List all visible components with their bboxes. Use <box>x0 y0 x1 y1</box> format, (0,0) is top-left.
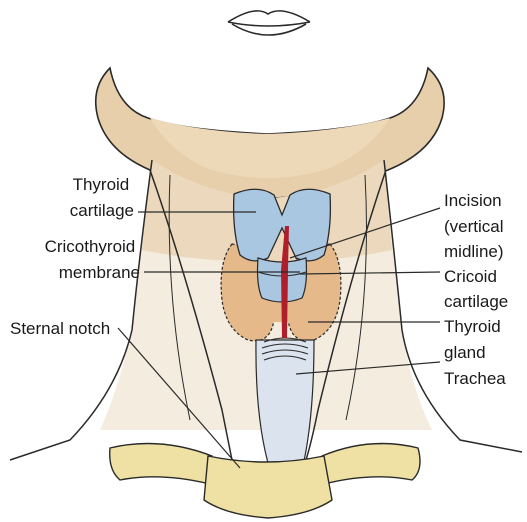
label-line: cartilage <box>70 201 134 220</box>
label-cricoid-cartilage: Cricoid cartilage <box>444 267 508 311</box>
lips <box>228 11 310 35</box>
label-thyroid-cartilage: Thyroid cartilage <box>70 175 134 220</box>
label-incision: Incision (vertical midline) <box>444 191 508 261</box>
label-line: Thyroid <box>73 175 130 194</box>
label-thyroid-gland: Thyroid gland <box>444 317 505 362</box>
label-line: Cricoid <box>444 267 497 286</box>
label-line: (vertical <box>444 217 504 236</box>
label-line: midline) <box>444 242 504 261</box>
label-line: Incision <box>444 191 502 210</box>
label-trachea: Trachea <box>444 369 506 388</box>
head-shape <box>96 68 444 198</box>
label-line: Thyroid <box>444 317 501 336</box>
sternum-manubrium <box>204 456 332 518</box>
label-line: gland <box>444 343 486 362</box>
label-line: cartilage <box>444 292 508 311</box>
label-line: Cricothyroid <box>45 237 136 256</box>
label-line: membrane <box>59 263 140 282</box>
label-cricothyroid-membrane: Cricothyroid membrane <box>45 237 140 282</box>
label-sternal-notch: Sternal notch <box>10 319 110 338</box>
